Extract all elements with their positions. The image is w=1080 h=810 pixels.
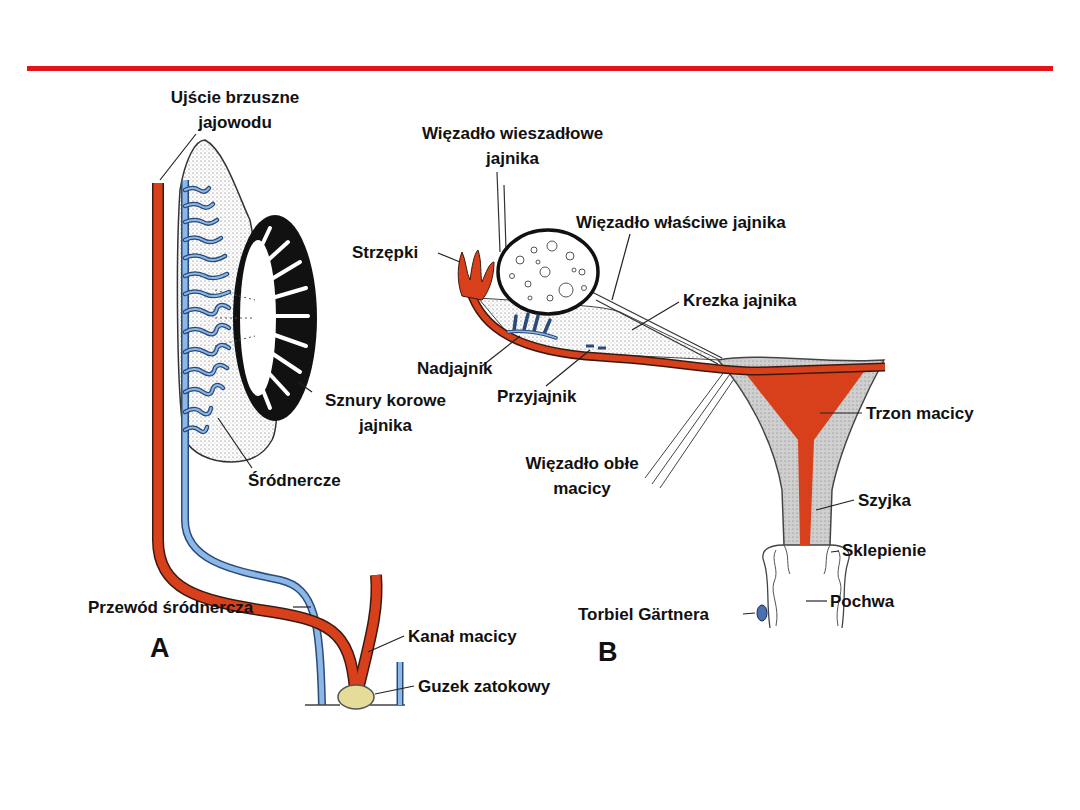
part-label: Śródnercze — [248, 468, 341, 493]
part-label: Przyjajnik — [497, 384, 576, 409]
part-label: Pochwa — [830, 589, 894, 614]
part-label: Ujście brzuszne jajowodu — [150, 85, 320, 135]
part-label: Szyjka — [858, 488, 911, 513]
part-label: Nadjajnik — [417, 356, 493, 381]
panel-letter: A — [150, 633, 170, 663]
part-label: Przewód śródnercza — [88, 595, 253, 620]
part-label: Sznury korowe jajnika — [313, 388, 458, 438]
header-rule — [27, 66, 1053, 71]
part-label: Trzon macicy — [866, 401, 974, 426]
part-label: Krezka jajnika — [683, 288, 796, 313]
part-label: Więzadło właściwe jajnika — [576, 210, 786, 235]
part-label: Sklepienie — [842, 538, 926, 563]
part-label: Więzadło obłe macicy — [512, 451, 652, 501]
panel-b — [438, 172, 885, 628]
panel-letter: B — [598, 637, 618, 667]
part-label: Torbiel Gärtnera — [578, 602, 709, 627]
part-label: Więzadło wieszadłowe jajnika — [410, 121, 615, 171]
part-label: Strzępki — [352, 240, 418, 265]
part-label: Guzek zatokowy — [418, 674, 550, 699]
part-label: Kanał macicy — [408, 624, 517, 649]
